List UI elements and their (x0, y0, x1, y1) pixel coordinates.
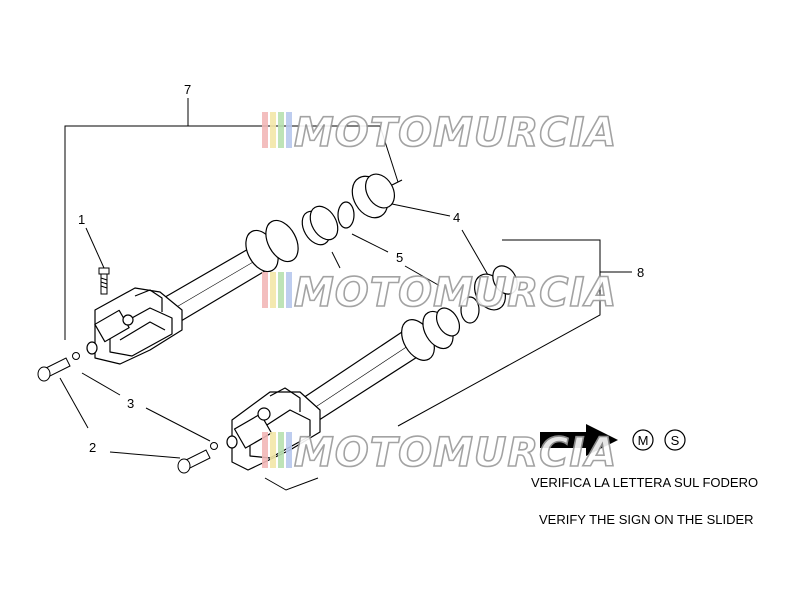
svg-text:MOTOMURCIA: MOTOMURCIA (294, 270, 617, 316)
watermark-middle: MOTOMURCIA (262, 269, 617, 317)
watermark-bottom: MOTOMURCIA (262, 429, 617, 477)
upper-seals (301, 173, 403, 246)
callout-8: 8 (637, 265, 644, 280)
svg-text:MOTOMURCIA: MOTOMURCIA (294, 110, 617, 156)
watermark-top: MOTOMURCIA (262, 109, 617, 157)
lower-seals (435, 265, 518, 337)
marker-s: S (664, 429, 686, 451)
note-italian: VERIFICA LA LETTERA SUL FODERO (531, 475, 759, 490)
upper-fork-leg (86, 219, 299, 365)
bolt-1-upper (98, 267, 110, 295)
note-english: VERIFY THE SIGN ON THE SLIDER (539, 512, 754, 527)
callout-2: 2 (89, 440, 96, 455)
callout-5: 5 (396, 250, 403, 265)
svg-text:M: M (638, 433, 649, 448)
svg-text:S: S (671, 433, 680, 448)
callout-1: 1 (78, 212, 85, 227)
callout-4: 4 (453, 210, 460, 225)
bolt-2-upper (37, 352, 80, 382)
marker-m: M (632, 429, 654, 451)
svg-text:MOTOMURCIA: MOTOMURCIA (294, 430, 617, 476)
bolt-2-lower (177, 442, 218, 474)
callout-7: 7 (184, 82, 191, 97)
callout-3: 3 (127, 396, 134, 411)
direction-arrow (540, 424, 618, 456)
